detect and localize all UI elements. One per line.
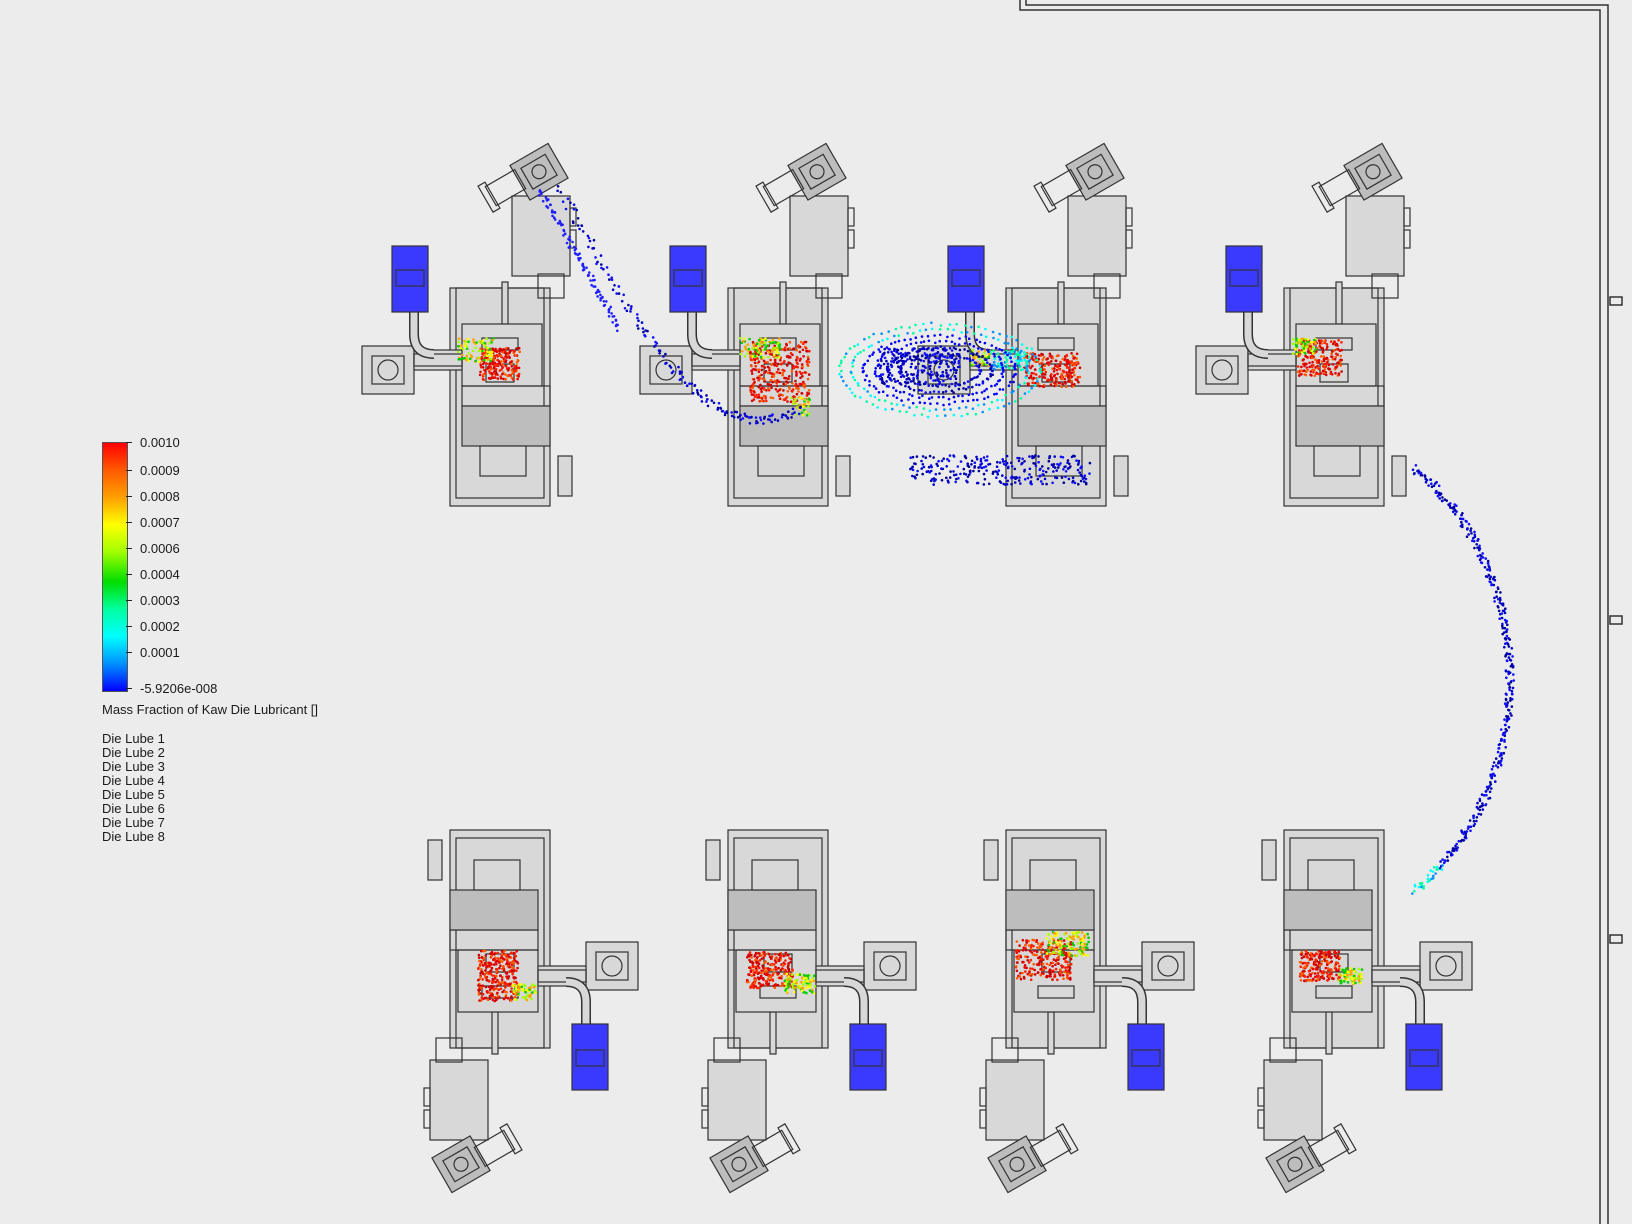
building-walls — [1019, 0, 1623, 1224]
colorbar-tick-label: -5.9206e-008 — [140, 681, 218, 696]
series-item-6[interactable]: Die Lube 6 — [102, 801, 165, 816]
die-cast-machine-8[interactable] — [1257, 829, 1473, 1194]
die-cast-machine-7[interactable] — [979, 829, 1195, 1194]
series-item-2[interactable]: Die Lube 2 — [102, 745, 165, 760]
colorbar-tick — [126, 688, 132, 689]
colorbar-tick — [126, 626, 132, 627]
colorbar-tick-label: 0.0001 — [140, 645, 180, 660]
colorbar-tick-label: 0.0003 — [140, 593, 180, 608]
colorbar-tick — [126, 442, 132, 443]
die-cast-machines — [361, 142, 1473, 1194]
die-cast-machine-2[interactable] — [639, 142, 855, 507]
series-item-7[interactable]: Die Lube 7 — [102, 815, 165, 830]
legend-title: Mass Fraction of Kaw Die Lubricant [] — [102, 702, 319, 717]
die-cast-machine-5[interactable] — [423, 829, 639, 1194]
colorbar-tick — [126, 652, 132, 653]
die-cast-machine-4[interactable] — [1195, 142, 1411, 507]
colorbar-tick — [126, 496, 132, 497]
colorbar-tick — [126, 548, 132, 549]
series-item-5[interactable]: Die Lube 5 — [102, 787, 165, 802]
die-cast-machine-1[interactable] — [361, 142, 577, 507]
die-cast-machine-6[interactable] — [701, 829, 917, 1194]
colorbar-tick-label: 0.0009 — [140, 463, 180, 478]
series-item-3[interactable]: Die Lube 3 — [102, 759, 165, 774]
colorbar-tick-label: 0.0008 — [140, 489, 180, 504]
series-item-8[interactable]: Die Lube 8 — [102, 829, 165, 844]
colorbar-tick-label: 0.0007 — [140, 515, 180, 530]
colorbar-tick — [126, 574, 132, 575]
colorbar-tick-label: 0.0010 — [140, 435, 180, 450]
colorbar — [102, 442, 128, 692]
series-item-4[interactable]: Die Lube 4 — [102, 773, 165, 788]
colorbar-tick — [126, 600, 132, 601]
colorbar-tick-label: 0.0004 — [140, 567, 180, 582]
series-item-1[interactable]: Die Lube 1 — [102, 731, 165, 746]
particle-tracks — [456, 185, 1516, 1003]
colorbar-tick-label: 0.0006 — [140, 541, 180, 556]
colorbar-tick — [126, 470, 132, 471]
colorbar-tick — [126, 522, 132, 523]
series-list: Die Lube 1 Die Lube 2 Die Lube 3 Die Lub… — [102, 732, 165, 844]
colorbar-tick-label: 0.0002 — [140, 619, 180, 634]
